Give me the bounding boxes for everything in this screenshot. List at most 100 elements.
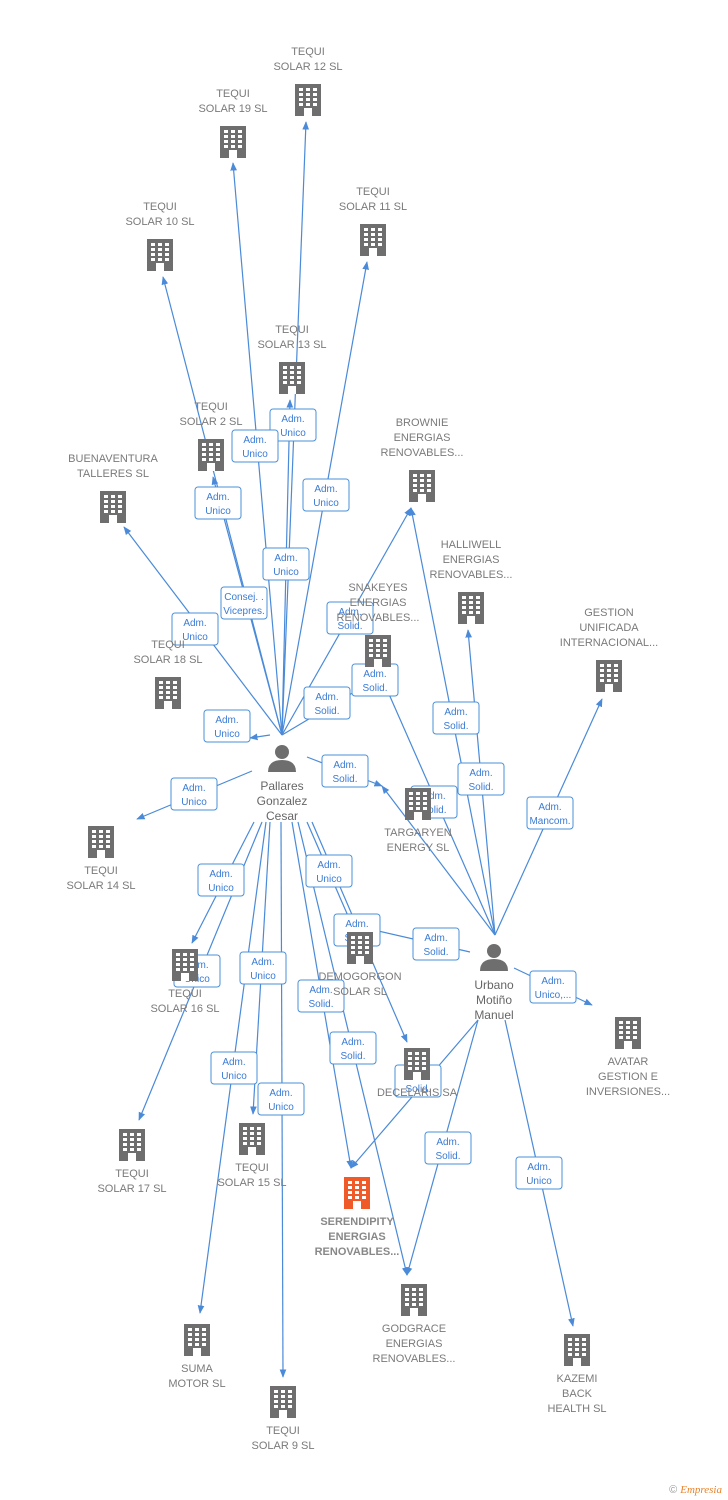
building-icon [409,470,435,502]
company-name: HEALTH SL [547,1403,606,1415]
relation-label[interactable]: Adm. Solid. [351,663,399,697]
company-name: SOLAR 10 SL [125,216,194,228]
relation-label[interactable]: Adm.Solid. [326,601,374,635]
relation-labels-layer: Adm.UnicoAdm.UnicoAdm.UnicoAdm.UnicoAdm.… [170,408,577,1190]
relation-label[interactable]: Adm.Unico [171,612,219,646]
company-node-snakeyes[interactable]: SNAKEYESENERGIASRENOVABLES... [337,582,420,667]
building-icon [615,1017,641,1049]
company-name: GODGRACE [382,1323,446,1335]
relation-label-box [197,863,245,897]
relation-label-text: Unico [182,632,208,643]
company-name: RENOVABLES... [337,612,420,624]
company-name: BROWNIE [396,417,449,429]
relation-label[interactable]: Adm.Solid. [424,1131,472,1165]
relation-label[interactable]: Adm.Unico [515,1156,563,1190]
relation-label-box [194,486,242,520]
relation-label-box [239,951,287,985]
company-name: TEQUI [235,1162,269,1174]
company-node-gestion[interactable]: GESTIONUNIFICADAINTERNACIONAL... [560,607,658,692]
company-name: GESTION E [598,1071,658,1083]
building-icon [596,660,622,692]
relation-label[interactable]: Adm.Solid. [412,927,460,961]
building-icon [172,949,198,981]
company-node-serendipity[interactable]: SERENDIPITYENERGIASRENOVABLES... [315,1177,400,1258]
relation-label-text: Adm. [345,919,368,930]
company-name: DECELARIS SA [377,1087,458,1099]
relation-label-box [257,1082,305,1116]
company-node-tequi15[interactable]: TEQUI SOLAR 15 SL [217,1123,287,1189]
company-name: SOLAR 19 SL [198,103,267,115]
company-node-halliwell[interactable]: HALLIWELLENERGIASRENOVABLES... [430,539,513,624]
brand-logo[interactable]: Empresia [680,1484,722,1496]
company-node-decelaris[interactable]: DECELARIS SA [377,1048,458,1099]
relation-label[interactable]: Adm.Solid. [329,1031,377,1065]
relation-label[interactable]: Adm.Solid. [297,979,345,1013]
relation-label[interactable]: Adm.Unico [269,408,317,442]
relation-label[interactable]: Adm.Unico [239,951,287,985]
relation-label[interactable]: Adm.Unico [170,777,218,811]
relation-label-text: Unico [268,1102,294,1113]
company-name: UNIFICADA [579,622,639,634]
relation-label[interactable]: Adm.Solid. [303,686,351,720]
relation-label[interactable]: Adm.Mancom. [526,796,574,830]
company-name: SUMA [181,1363,213,1375]
relation-label-text: Adm. [215,715,238,726]
relation-label-text: Adm. [314,484,337,495]
company-name: RENOVABLES... [430,569,513,581]
relation-label-text: Solid. [435,1151,460,1162]
copyright-icon: © [669,1484,678,1496]
relation-label-text: Adm. [251,957,274,968]
relation-label-box [321,754,369,788]
relation-label[interactable]: Adm.Unico [197,863,245,897]
relation-label-box [526,796,574,830]
relation-label[interactable]: Adm.Unico [262,547,310,581]
company-name: SOLAR 15 SL [217,1177,286,1189]
relation-label[interactable]: Adm.Unico [210,1051,258,1085]
building-icon [147,239,173,271]
relation-label-text: Adm. [363,669,386,680]
building-icon [404,1048,430,1080]
relation-label-text: Solid. [332,774,357,785]
relation-label-box [231,429,279,463]
relation-label-box [326,601,374,635]
relation-label[interactable]: Adm.Solid. [321,754,369,788]
relation-label[interactable]: Adm.Unico [305,854,353,888]
relation-label[interactable]: Consej. .Vicepres. [220,586,268,620]
relation-label-text: Solid. [362,683,387,694]
relation-label-box [412,927,460,961]
relation-label[interactable]: Adm.Unico [302,478,350,512]
relation-label[interactable]: Adm.Unico [194,486,242,520]
relation-label-box [432,701,480,735]
relation-label[interactable]: Adm.Solid. [432,701,480,735]
relation-label[interactable]: Adm.Unico [257,1082,305,1116]
relation-label[interactable]: Adm.Unico [203,709,251,743]
relation-label-box [262,547,310,581]
relation-label-text: Unico,... [535,990,572,1001]
company-node-brownie[interactable]: BROWNIEENERGIASRENOVABLES... [381,417,464,502]
relation-label-text: Unico [242,449,268,460]
company-node-godgrace[interactable]: GODGRACEENERGIASRENOVABLES... [373,1284,456,1365]
relation-label[interactable]: Adm.Solid. [457,762,505,796]
relation-label[interactable]: Adm.Unico,... [529,970,577,1004]
relation-label[interactable]: Adm.Unico [231,429,279,463]
